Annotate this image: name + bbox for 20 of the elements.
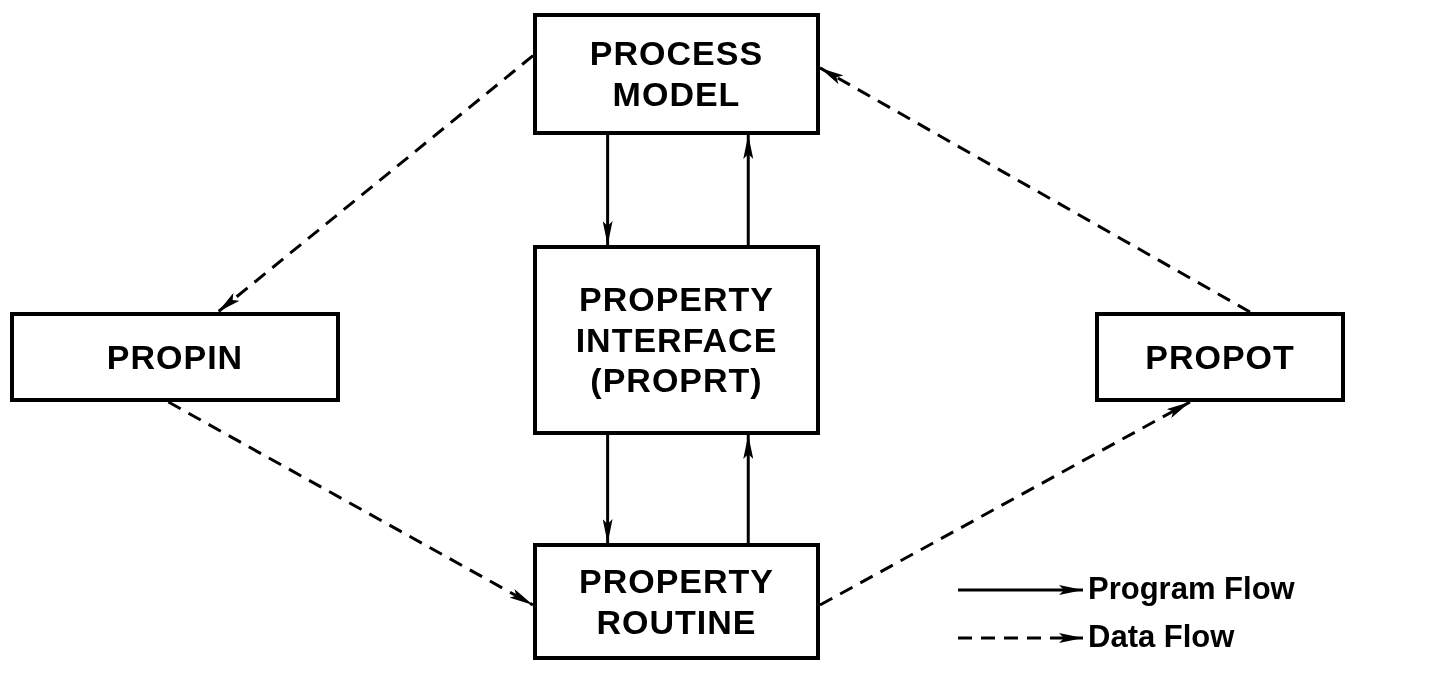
arrow xyxy=(819,66,1251,314)
arrow xyxy=(743,135,754,245)
box-label: PROPOT xyxy=(1145,336,1295,378)
arrow xyxy=(743,435,754,543)
arrow xyxy=(602,135,613,245)
process-box xyxy=(10,312,340,402)
box-label: PROPERTY INTERFACE (PROPRT) xyxy=(574,278,779,402)
box-label: PROPERTY ROUTINE xyxy=(577,560,775,643)
arrow xyxy=(819,400,1191,607)
process-box xyxy=(533,13,820,135)
box-label: PROPIN xyxy=(106,336,244,378)
legend-label: Program Flow xyxy=(1088,571,1295,607)
process-box xyxy=(1095,312,1345,402)
process-box xyxy=(533,245,820,435)
legend-label: Data Flow xyxy=(1088,619,1235,655)
process-box xyxy=(533,543,820,660)
box-label: PROCESS MODEL xyxy=(588,33,765,115)
arrow xyxy=(602,435,613,543)
arrow xyxy=(167,400,534,607)
arrow xyxy=(216,54,534,314)
